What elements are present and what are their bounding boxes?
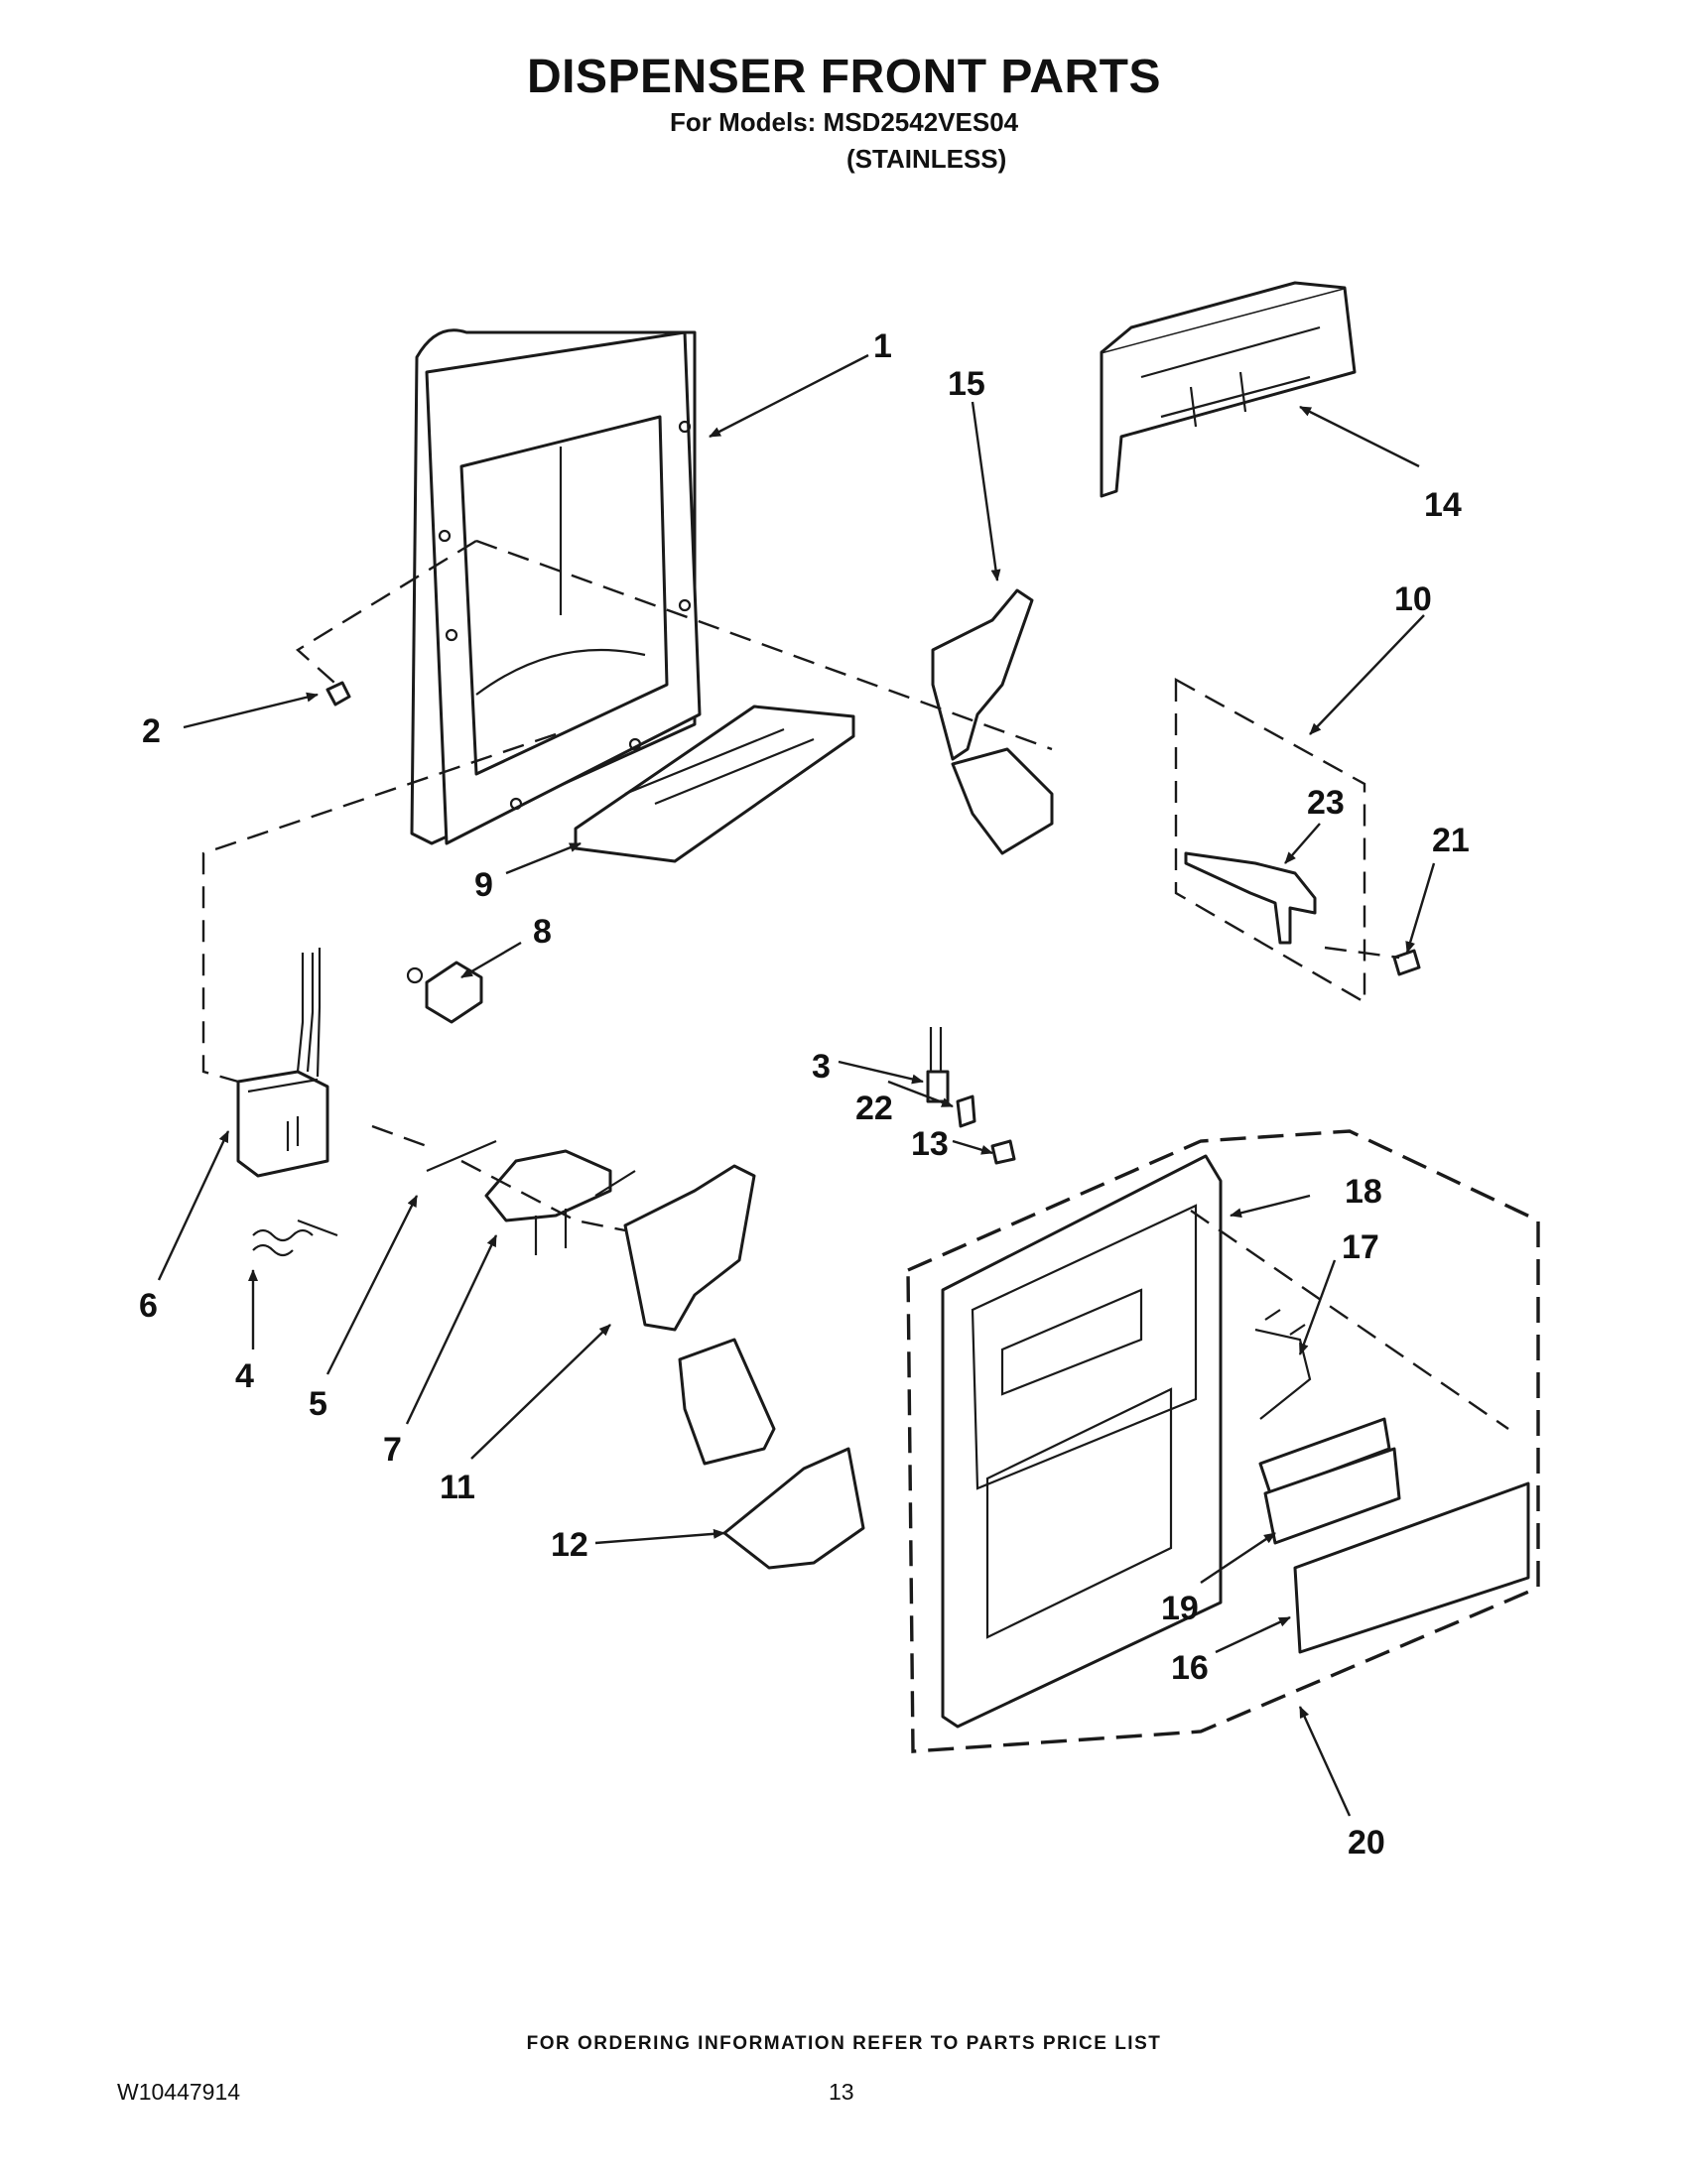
part-2-screw bbox=[325, 681, 351, 707]
part-20-front-assembly bbox=[906, 1129, 1540, 1753]
callout-21: 21 bbox=[1432, 822, 1470, 859]
callout-1: 1 bbox=[873, 327, 892, 365]
callout-10: 10 bbox=[1394, 580, 1432, 618]
callout-8: 8 bbox=[533, 913, 552, 951]
callout-4: 4 bbox=[235, 1357, 254, 1395]
callout-9: 9 bbox=[474, 866, 493, 904]
callout-20: 20 bbox=[1348, 1824, 1385, 1862]
part-7-lever bbox=[484, 1149, 636, 1255]
callout-leaders bbox=[157, 353, 1436, 1817]
callout-3: 3 bbox=[812, 1048, 831, 1086]
assembly-guide-lines bbox=[201, 539, 1509, 1430]
callout-19: 19 bbox=[1161, 1590, 1199, 1627]
callout-18: 18 bbox=[1345, 1173, 1382, 1211]
models-line: For Models: MSD2542VES04 bbox=[670, 107, 1019, 137]
callout-14: 14 bbox=[1424, 486, 1462, 524]
callout-6: 6 bbox=[139, 1287, 158, 1325]
callout-12: 12 bbox=[551, 1526, 588, 1564]
callout-5: 5 bbox=[309, 1385, 327, 1423]
ordering-note: FOR ORDERING INFORMATION REFER TO PARTS … bbox=[526, 2033, 1162, 2054]
part-12-chute-door bbox=[722, 1447, 865, 1570]
model-variant: (STAINLESS) bbox=[846, 144, 1007, 174]
callout-labels: 1 2 3 4 5 6 7 8 9 10 11 12 13 14 15 16 1… bbox=[139, 327, 1470, 1862]
page-title: DISPENSER FRONT PARTS bbox=[527, 51, 1161, 103]
part-3-22-13-switch-assembly bbox=[926, 1027, 1016, 1165]
callout-13: 13 bbox=[911, 1125, 949, 1163]
part-14-bracket bbox=[1100, 281, 1357, 498]
page-number: 13 bbox=[829, 2079, 854, 2105]
part-5-pin bbox=[426, 1139, 497, 1173]
part-4-spring bbox=[252, 1219, 338, 1257]
callout-16: 16 bbox=[1171, 1649, 1209, 1687]
callout-15: 15 bbox=[948, 365, 985, 403]
part-1-housing bbox=[410, 328, 702, 845]
part-10-module bbox=[1174, 677, 1421, 1005]
part-11-ice-paddle bbox=[623, 1164, 776, 1466]
callout-2: 2 bbox=[142, 712, 161, 750]
callout-17: 17 bbox=[1342, 1228, 1379, 1266]
callout-22: 22 bbox=[855, 1090, 893, 1127]
callout-11: 11 bbox=[440, 1469, 475, 1506]
part-6-actuator bbox=[236, 948, 329, 1178]
callout-23: 23 bbox=[1307, 784, 1345, 822]
callout-7: 7 bbox=[383, 1431, 402, 1469]
document-number: W10447914 bbox=[117, 2079, 241, 2105]
part-15-water-paddle bbox=[931, 588, 1054, 855]
